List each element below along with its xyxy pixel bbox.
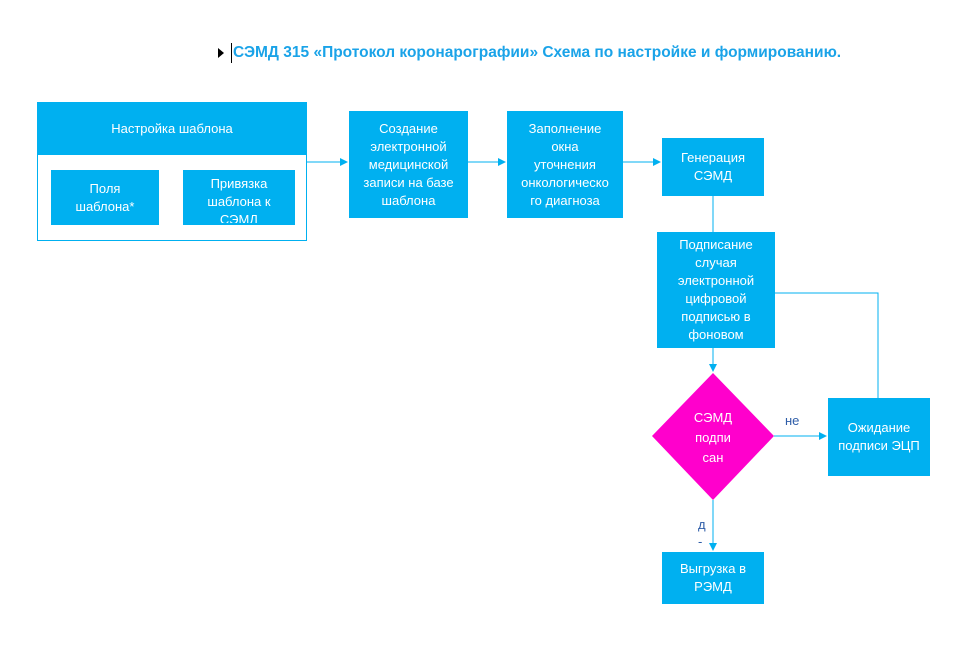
template-setup-header: Настройка шаблона: [37, 102, 307, 155]
node-text-line: онкологическо: [521, 174, 609, 190]
node-text-line: подписи ЭЦП: [838, 438, 920, 453]
node-text-line: Поля: [89, 180, 121, 196]
generate-semd-box: Генерация СЭМД: [662, 138, 764, 196]
decision-diamond: [652, 373, 774, 500]
text-cursor: [231, 43, 232, 63]
node-text-line: Создание: [379, 120, 438, 136]
node-text-line: случая: [695, 255, 737, 270]
node-text-line: электронной: [370, 138, 447, 154]
upload-remd-box: Выгрузка в РЭМД: [662, 552, 764, 604]
node-text-line: подпи: [695, 430, 731, 445]
node-text-line: уточнения: [534, 156, 596, 172]
title-row: СЭМД 315 «Протокол коронарографии» Схема…: [218, 42, 841, 64]
node-text-line: Подписание: [679, 237, 753, 252]
node-text-line: шаблона*: [75, 198, 135, 214]
node-text-line: сан: [702, 450, 724, 465]
fill-window-box: Заполнение окна уточнения онкологическо …: [507, 111, 623, 218]
node-text-line: СЭМД: [693, 168, 733, 183]
node-text-line: Генерация: [680, 150, 746, 165]
sign-case-box: Подписание случая электронной цифровой п…: [657, 232, 775, 348]
node-text-line: шаблона к: [207, 194, 271, 209]
node-text-line: цифровой: [685, 291, 747, 306]
line-wait-loop: [775, 292, 879, 398]
node-text-line: Привязка: [210, 176, 268, 191]
node-text-line: электронной: [677, 273, 755, 288]
node-text-line: шаблона: [381, 192, 436, 208]
node-text-line: медицинской: [368, 156, 449, 172]
node-text-line: окна: [551, 138, 579, 154]
edge-label-line: -: [698, 534, 703, 549]
create-record-box: Создание электронной медицинской записи …: [349, 111, 468, 218]
page-title: СЭМД 315 «Протокол коронарографии» Схема…: [233, 44, 842, 61]
node-text-line: записи на базе: [363, 174, 454, 190]
decision-label: СЭМД подпи сан: [673, 408, 753, 468]
node-text-line: СЭМД: [219, 212, 259, 223]
node-text-line: РЭМД: [694, 579, 732, 594]
collapse-triangle-icon[interactable]: [218, 48, 224, 58]
node-text-line: Ожидание: [847, 420, 911, 435]
wait-signature-box: Ожидание подписи ЭЦП: [828, 398, 930, 476]
node-text-line: Заполнение: [528, 120, 602, 136]
template-fields-box: Поля шаблона*: [51, 170, 159, 225]
edge-label-yes: д -: [698, 516, 706, 550]
node-text-line: Выгрузка в: [679, 561, 747, 576]
node-text-line: подписью в: [681, 309, 751, 324]
edge-label-no: не: [785, 413, 800, 428]
node-text-line: фоновом: [688, 327, 744, 342]
edge-label-line: д: [698, 517, 706, 532]
template-binding-box: Привязка шаблона к СЭМД: [183, 170, 295, 225]
node-text-line: го диагноза: [530, 192, 600, 208]
node-text-line: СЭМД: [693, 410, 733, 425]
